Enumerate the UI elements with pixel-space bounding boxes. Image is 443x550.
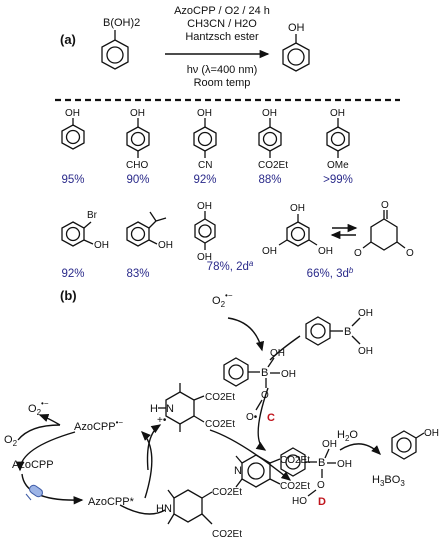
subst-br: Br (87, 210, 98, 221)
cond-4: hν (λ=400 nm) (187, 64, 258, 76)
row2-compound-1: Br OH 92% (61, 210, 109, 280)
yield-2: 90% (126, 174, 149, 186)
svg-text:OH: OH (130, 108, 145, 119)
pyridine-product: N CO2Et CO2Et (234, 454, 310, 492)
svg-text:B: B (344, 326, 351, 338)
intermediate-c: B OH OH O O• C (223, 348, 296, 424)
svg-text:OH: OH (197, 108, 212, 119)
yield-3: 92% (193, 174, 216, 186)
svg-text:OH: OH (322, 439, 337, 450)
svg-text:OH: OH (94, 240, 109, 251)
subst-cho: CHO (126, 160, 148, 171)
o2-radical-top: O2•− (212, 291, 233, 309)
row1-compound-2: OH CHO 90% (126, 108, 150, 186)
svg-text:OH: OH (270, 348, 285, 359)
svg-text:OH: OH (318, 246, 333, 257)
svg-text:O: O (354, 248, 362, 259)
svg-text:H: H (150, 403, 158, 415)
svg-text:O: O (406, 248, 414, 259)
svg-text:B: B (318, 457, 325, 469)
svg-text:O: O (317, 480, 325, 491)
o2-left: O2 (4, 434, 18, 448)
row1-compound-4: OH CO2Et 88% (258, 108, 288, 186)
row1-compound-5: OH OMe >99% (323, 108, 353, 186)
svg-text:OH: OH (65, 108, 80, 119)
svg-text:OH: OH (197, 252, 212, 263)
reactant-phenylboronic-acid: B(OH)2 (101, 17, 140, 70)
svg-text:CO2Et: CO2Et (212, 529, 242, 540)
h2o-label: H2O (337, 429, 358, 443)
svg-text:CO2Et: CO2Et (280, 481, 310, 492)
reaction-conditions: AzoCPP / O2 / 24 h CH3CN / H2O Hantzsch … (165, 5, 270, 89)
cond-3: Hantzsch ester (185, 31, 259, 43)
light-bulb-icon (25, 484, 43, 501)
h3bo3-label: H3BO3 (372, 474, 405, 488)
yield-5: >99% (323, 174, 353, 186)
panel-a-label: (a) (60, 32, 76, 47)
svg-text:OH: OH (358, 346, 373, 357)
azocpp-star: AzoCPP* (88, 496, 135, 508)
yield-8: 78%, 2da (207, 259, 254, 273)
cond-5: Room temp (194, 77, 251, 89)
subst-cn: CN (198, 160, 212, 171)
label-d: D (318, 496, 326, 508)
row2-compound-2: OH 83% (126, 211, 173, 280)
yield-9: 66%, 3db (307, 266, 354, 280)
yield-1: 95% (61, 174, 84, 186)
cond-2: CH3CN / H2O (187, 18, 257, 30)
svg-text:O•: O• (246, 412, 258, 423)
svg-text:OH: OH (281, 369, 296, 380)
product-phenol: OH (282, 22, 310, 72)
row1-compound-1: OH 95% (61, 108, 85, 186)
panel-b-label: (b) (60, 288, 77, 303)
svg-text:OH: OH (330, 108, 345, 119)
yield-6: 92% (61, 268, 84, 280)
hantzsch-radical-cation: H +• N CO2Et CO2Et (150, 383, 235, 432)
azocpp-rad: AzoCPP•− (74, 418, 123, 433)
row1-compound-3: OH CN 92% (193, 108, 217, 186)
svg-text:CO2Et: CO2Et (212, 487, 242, 498)
svg-text:OH: OH (358, 308, 373, 319)
hantzsch-ester: HN CO2Et CO2Et (156, 487, 242, 540)
phenylboronic-acid-b: B OH OH (269, 308, 373, 361)
svg-text:OH: OH (424, 428, 439, 439)
svg-text:OH: OH (337, 459, 352, 470)
svg-text:CO2Et: CO2Et (280, 455, 310, 466)
svg-text:N: N (166, 403, 174, 415)
intermediate-d: B OH OH O HO D (280, 439, 352, 508)
o2-radical-left: O2•− (28, 399, 49, 417)
cond-1: AzoCPP / O2 / 24 h (174, 5, 270, 17)
subst-co2et: CO2Et (258, 160, 288, 171)
reactant-label: B(OH)2 (103, 17, 140, 29)
svg-text:OH: OH (290, 203, 305, 214)
svg-text:OH: OH (197, 201, 212, 212)
label-c: C (267, 412, 275, 424)
yield-7: 83% (126, 268, 149, 280)
svg-text:O: O (381, 200, 389, 211)
svg-text:B: B (261, 367, 268, 379)
svg-text:+•: +• (157, 415, 167, 426)
svg-text:CO2Et: CO2Et (205, 419, 235, 430)
product-oh-label: OH (288, 22, 305, 34)
row2-compound-3: OH OH 78%, 2da (194, 201, 254, 273)
phenol-b: OH (391, 428, 439, 460)
row2-compound-4: OH OH OH O O O 66%, 3db (262, 200, 414, 280)
svg-text:OH: OH (158, 240, 173, 251)
subst-ome: OMe (327, 160, 349, 171)
svg-text:OH: OH (262, 246, 277, 257)
azocpp: AzoCPP (12, 459, 54, 471)
svg-text:CO2Et: CO2Et (205, 392, 235, 403)
svg-text:HO: HO (292, 496, 307, 507)
svg-text:N: N (234, 465, 242, 477)
yield-4: 88% (258, 174, 281, 186)
svg-text:OH: OH (262, 108, 277, 119)
